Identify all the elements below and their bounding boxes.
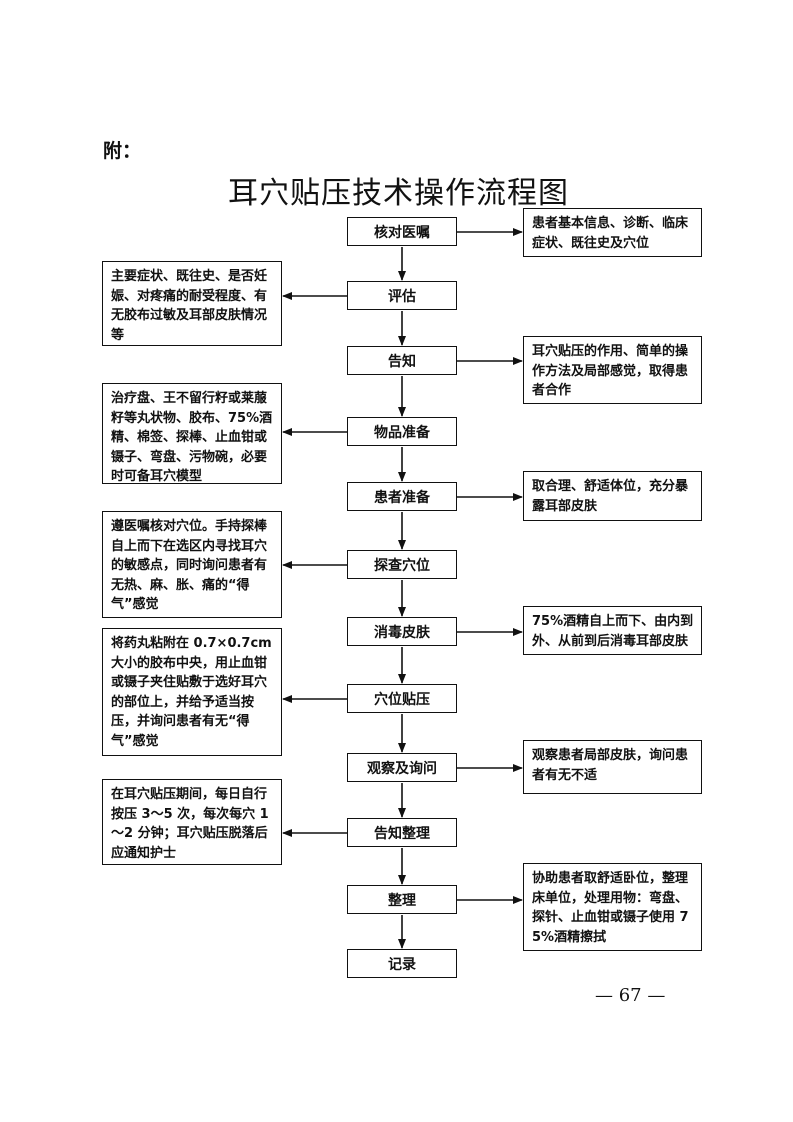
step-observe-inquire: 观察及询问 (347, 753, 457, 782)
note-verify-order: 患者基本信息、诊断、临床症状、既往史及穴位 (523, 208, 702, 257)
step-locate-points: 探查穴位 (347, 550, 457, 579)
step-label: 告知整理 (374, 825, 430, 842)
step-prepare-patient: 患者准备 (347, 482, 457, 511)
step-label: 核对医嘱 (374, 224, 430, 241)
step-inform: 告知 (347, 346, 457, 375)
step-label: 记录 (388, 956, 416, 973)
step-assess: 评估 (347, 281, 457, 310)
page-title: 耳穴贴压技术操作流程图 (228, 176, 569, 211)
step-disinfect: 消毒皮肤 (347, 617, 457, 646)
step-label: 消毒皮肤 (374, 624, 430, 641)
note-disinfect: 75%酒精自上而下、由内到外、从前到后消毒耳部皮肤 (523, 606, 702, 655)
step-label: 评估 (388, 288, 416, 305)
step-prepare-supplies: 物品准备 (347, 417, 457, 446)
step-label: 整理 (388, 892, 416, 909)
note-inform-tidy: 在耳穴贴压期间，每日自行按压 3～5 次，每次每穴 1～2 分钟；耳穴贴压脱落后… (102, 779, 282, 865)
step-label: 物品准备 (374, 424, 430, 441)
step-record: 记录 (347, 949, 457, 978)
note-locate-points: 遵医嘱核对穴位。手持探棒自上而下在选区内寻找耳穴的敏感点，同时询问患者有无热、麻… (102, 511, 282, 618)
step-label: 患者准备 (374, 489, 430, 506)
appendix-label: 附： (103, 140, 142, 162)
note-tidy: 协助患者取舒适卧位，整理床单位，处理用物：弯盘、探针、止血钳或镊子使用 75%酒… (523, 863, 702, 951)
step-label: 告知 (388, 353, 416, 370)
step-verify-order: 核对医嘱 (347, 217, 457, 246)
note-apply-pressure: 将药丸粘附在 0.7×0.7cm 大小的胶布中央，用止血钳或镊子夹住贴敷于选好耳… (102, 628, 282, 756)
note-prepare-supplies: 治疗盘、王不留行籽或莱菔籽等丸状物、胶布、75%酒精、棉签、探棒、止血钳或镊子、… (102, 383, 282, 484)
step-tidy: 整理 (347, 885, 457, 914)
page-number: — 67 — (595, 985, 666, 1006)
note-inform: 耳穴贴压的作用、简单的操作方法及局部感觉，取得患者合作 (523, 336, 702, 404)
step-label: 观察及询问 (367, 760, 437, 777)
step-label: 穴位贴压 (374, 691, 430, 708)
step-apply-pressure: 穴位贴压 (347, 684, 457, 713)
note-assess: 主要症状、既往史、是否妊娠、对疼痛的耐受程度、有无胶布过敏及耳部皮肤情况等 (102, 261, 282, 346)
step-label: 探查穴位 (374, 557, 430, 574)
step-inform-tidy: 告知整理 (347, 818, 457, 847)
note-prepare-patient: 取合理、舒适体位，充分暴露耳部皮肤 (523, 471, 702, 521)
note-observe-inquire: 观察患者局部皮肤，询问患者有无不适 (523, 740, 702, 794)
